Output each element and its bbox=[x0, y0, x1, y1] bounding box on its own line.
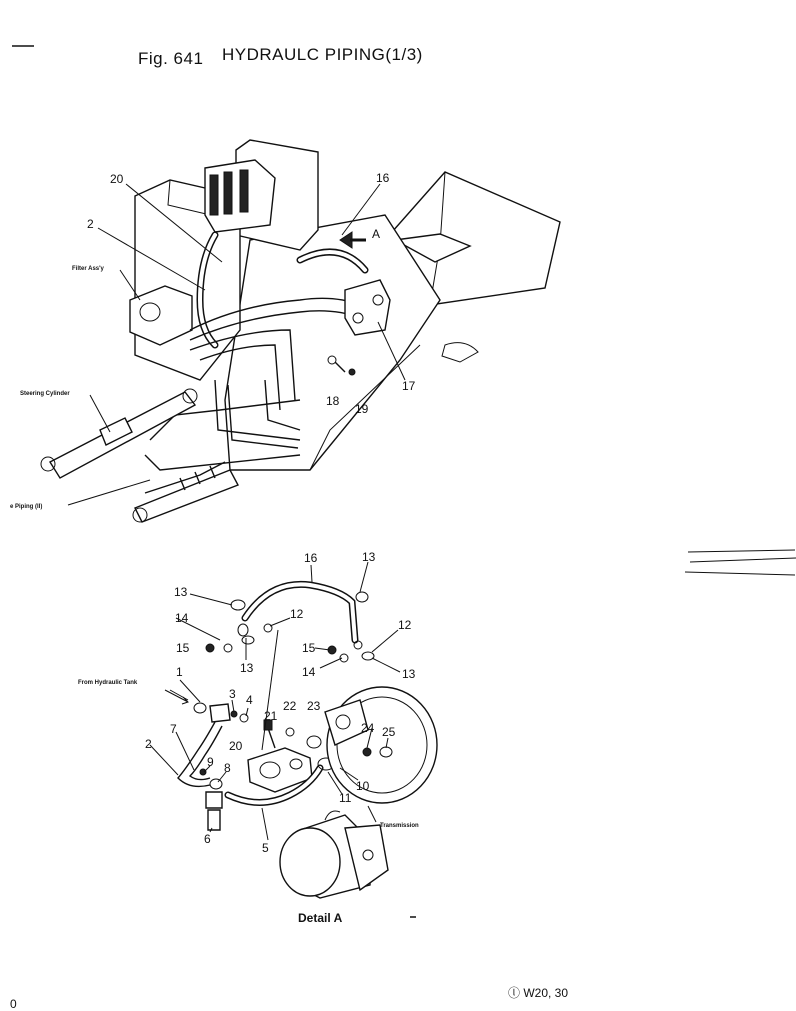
detail-callout-21: 21 bbox=[264, 709, 278, 723]
detail-callout-23: 23 bbox=[307, 699, 321, 713]
machine-assembly-drawing bbox=[40, 139, 561, 523]
detail-callout-13d: 13 bbox=[402, 667, 416, 681]
detail-callout-2: 2 bbox=[145, 737, 152, 751]
callout-16: 16 bbox=[376, 171, 390, 185]
detail-callout-6: 6 bbox=[204, 832, 211, 846]
detail-callout-22: 22 bbox=[283, 699, 297, 713]
detail-callout-24: 24 bbox=[361, 721, 375, 735]
detail-callout-8: 8 bbox=[224, 761, 231, 775]
detail-callout-10: 10 bbox=[356, 779, 370, 793]
detail-callout-9: 9 bbox=[207, 755, 214, 769]
detail-callout-25: 25 bbox=[382, 725, 396, 739]
detail-callout-16: 16 bbox=[304, 551, 318, 565]
detail-callout-14a: 14 bbox=[175, 611, 189, 625]
detail-callout-20: 20 bbox=[229, 739, 243, 753]
detail-callout-3: 3 bbox=[229, 687, 236, 701]
detail-callout-7: 7 bbox=[170, 722, 177, 736]
detail-a-caption: Detail A bbox=[298, 911, 343, 925]
detail-callout-15a: 15 bbox=[176, 641, 190, 655]
scan-noise bbox=[684, 549, 796, 576]
detail-callout-5: 5 bbox=[262, 841, 269, 855]
detail-callout-12b: 12 bbox=[398, 618, 412, 632]
detail-callout-11: 11 bbox=[339, 791, 352, 805]
detail-callout-4: 4 bbox=[246, 693, 253, 707]
detail-callout-12a: 12 bbox=[290, 607, 304, 621]
label-from-hydraulic-tank: From Hydraulic Tank bbox=[78, 680, 138, 686]
model-code: ⓛ W20, 30 bbox=[508, 986, 568, 1000]
detail-callout-15b: 15 bbox=[302, 641, 316, 655]
detail-callout-14b: 14 bbox=[302, 665, 316, 679]
callout-20: 20 bbox=[110, 172, 124, 186]
label-piping: e Piping (II) bbox=[10, 504, 42, 510]
detail-callout-13b: 13 bbox=[174, 585, 188, 599]
page-marker: 0 bbox=[10, 997, 17, 1011]
figure-number: Fig. 641 bbox=[138, 49, 203, 68]
callout-2: 2 bbox=[87, 217, 94, 231]
callout-19: 19 bbox=[355, 402, 369, 416]
detail-callout-1: 1 bbox=[176, 665, 183, 679]
detail-callout-13a: 13 bbox=[362, 550, 376, 564]
label-steering-cylinder: Steering Cylinder bbox=[20, 391, 70, 397]
callout-18: 18 bbox=[326, 394, 340, 408]
label-transmission: Transmission bbox=[380, 823, 419, 829]
detail-callout-13c: 13 bbox=[240, 661, 254, 675]
figure-title: HYDRAULC PIPING(1/3) bbox=[222, 45, 423, 64]
callout-17: 17 bbox=[402, 379, 416, 393]
label-arrow-a: A bbox=[372, 227, 380, 241]
label-filter-assy: Filter Ass'y bbox=[72, 266, 105, 272]
detail-a-drawing bbox=[177, 580, 438, 899]
main-leader-lines bbox=[67, 183, 406, 506]
from-tank-arrow-icon bbox=[164, 689, 189, 705]
